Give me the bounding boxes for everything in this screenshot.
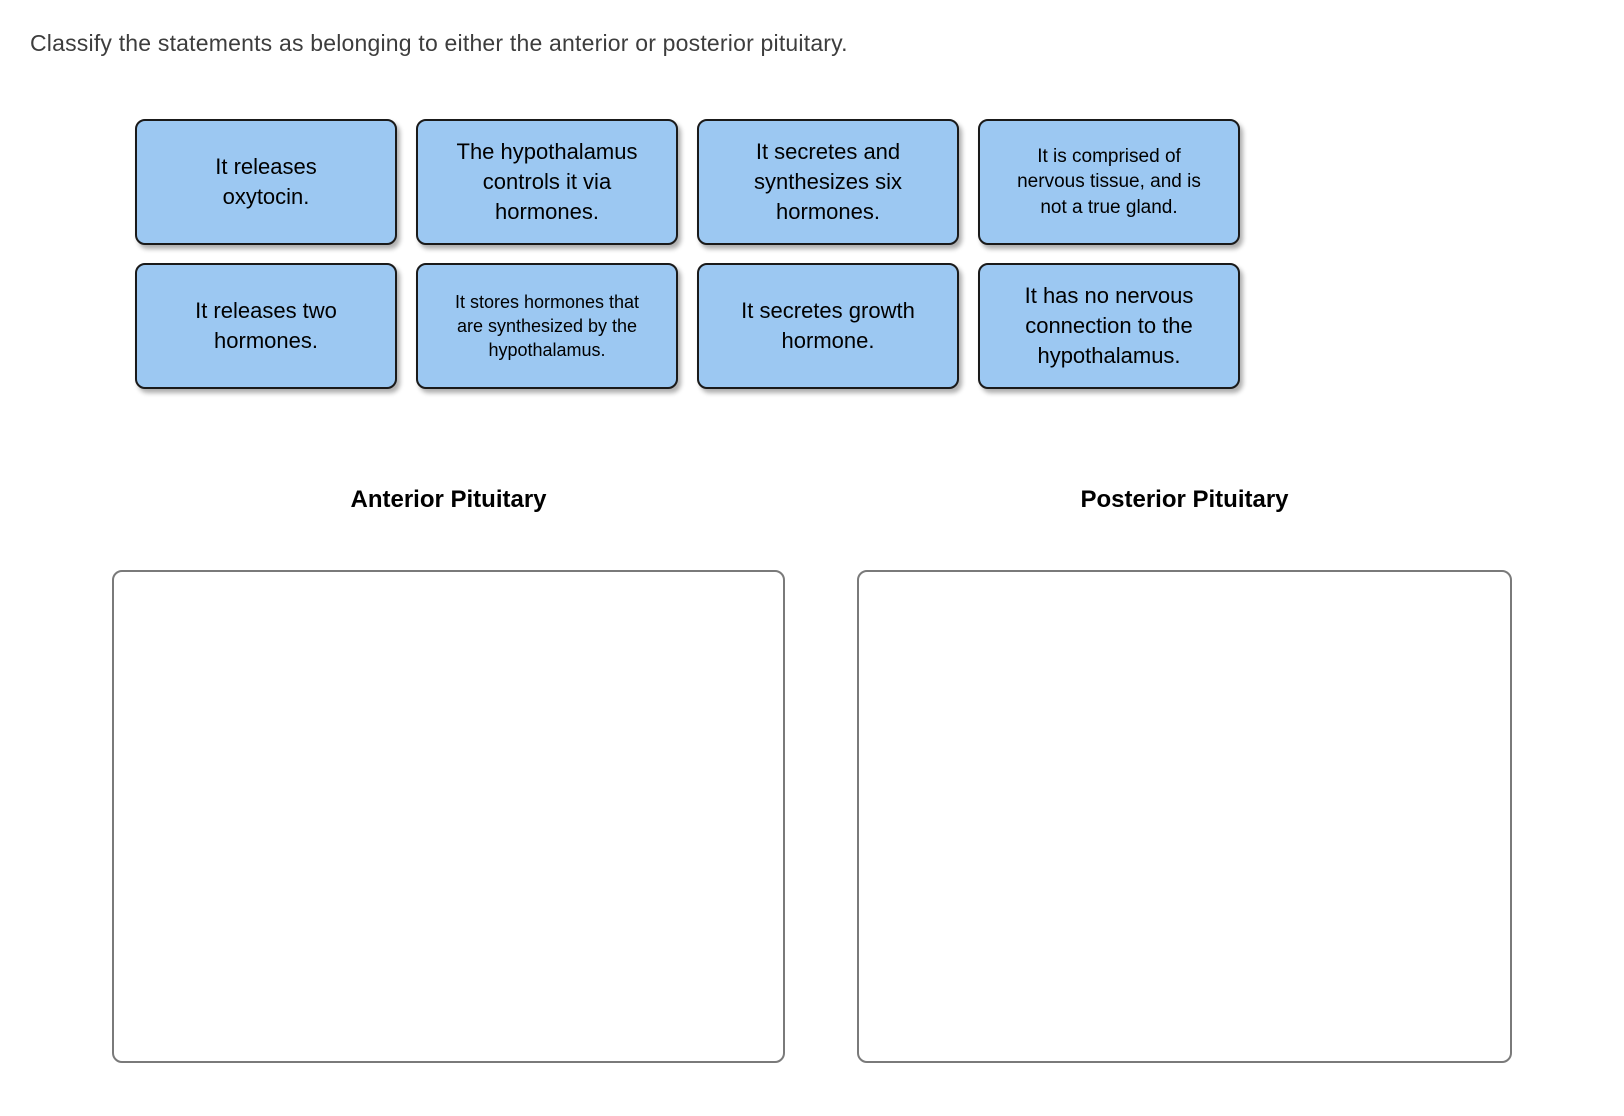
statement-card-label: It releases two hormones. [195, 298, 337, 353]
statement-card-bank: It releases oxytocin. The hypothalamus c… [135, 119, 1240, 389]
statement-card-no-nervous-connection[interactable]: It has no nervous connection to the hypo… [978, 263, 1240, 389]
statement-card-label: It releases oxytocin. [215, 154, 317, 209]
statement-card-growth-hormone[interactable]: It secretes growth hormone. [697, 263, 959, 389]
statement-card-releases-two-hormones[interactable]: It releases two hormones. [135, 263, 397, 389]
statement-card-label: It is comprised of nervous tissue, and i… [1017, 145, 1201, 218]
posterior-pituitary-heading: Posterior Pituitary [1080, 486, 1289, 513]
statement-card-label: The hypothalamus controls it via hormone… [456, 139, 638, 224]
page-title: Classify the statements as belonging to … [30, 30, 848, 56]
anterior-pituitary-heading: Anterior Pituitary [350, 486, 547, 513]
statement-card-stores-hormones[interactable]: It stores hormones that are synthesized … [416, 263, 678, 389]
statement-card-releases-oxytocin[interactable]: It releases oxytocin. [135, 119, 397, 245]
statement-card-nervous-tissue[interactable]: It is comprised of nervous tissue, and i… [978, 119, 1240, 245]
statement-card-secretes-six-hormones[interactable]: It secretes and synthesizes six hormones… [697, 119, 959, 245]
statement-card-label: It has no nervous connection to the hypo… [1024, 283, 1194, 368]
anterior-pituitary-dropzone[interactable] [112, 570, 785, 1063]
statement-card-label: It stores hormones that are synthesized … [454, 291, 640, 361]
posterior-pituitary-dropzone[interactable] [857, 570, 1512, 1063]
statement-card-label: It secretes and synthesizes six hormones… [754, 139, 902, 224]
statement-card-label: It secretes growth hormone. [741, 298, 915, 353]
statement-card-hypothalamus-controls[interactable]: The hypothalamus controls it via hormone… [416, 119, 678, 245]
